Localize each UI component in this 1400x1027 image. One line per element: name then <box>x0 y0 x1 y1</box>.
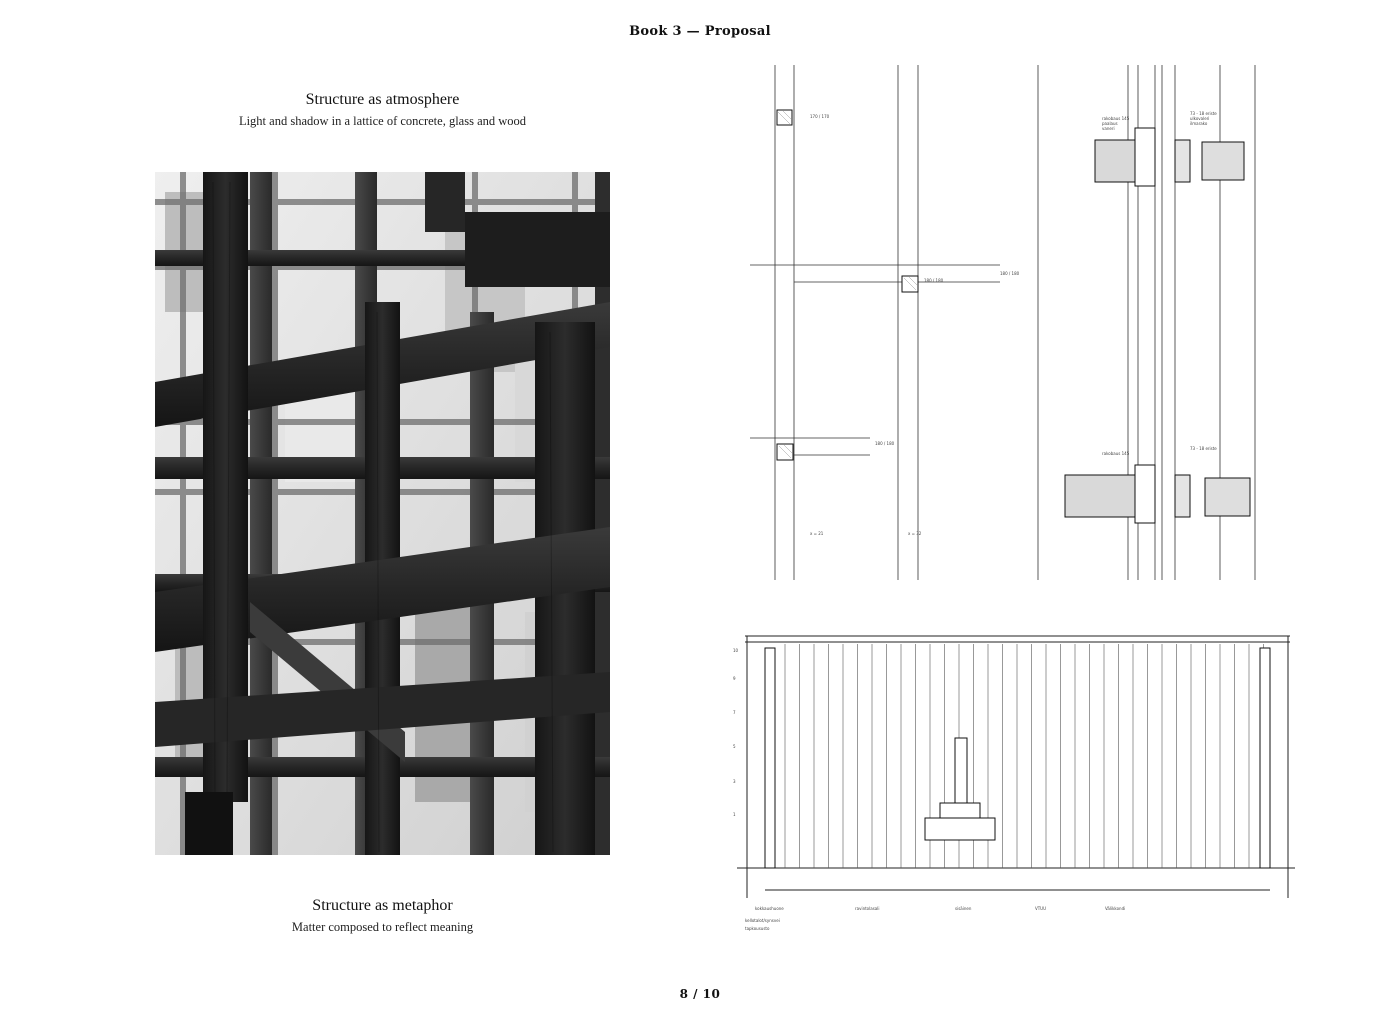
svg-text:vaneri: vaneri <box>1102 126 1115 131</box>
caption-atmosphere-subtitle: Light and shadow in a lattice of concret… <box>238 114 527 128</box>
svg-text:ulkovaleri: ulkovaleri <box>1190 116 1209 121</box>
svg-text:10: 10 <box>733 648 739 653</box>
svg-text:kellotalot/synsvei: kellotalot/synsvei <box>745 918 780 923</box>
svg-text:180 / 180: 180 / 180 <box>1000 271 1020 276</box>
page-indicator: 8 / 10 <box>679 987 721 1001</box>
svg-text:paalaus: paalaus <box>1102 121 1118 126</box>
svg-text:tapkoususto: tapkoususto <box>745 926 770 931</box>
svg-text:7: 7 <box>733 710 736 715</box>
svg-text:rakobaus 145: rakobaus 145 <box>1102 451 1130 456</box>
svg-text:1: 1 <box>733 812 736 817</box>
caption-metaphor-title: Structure as metaphor <box>312 897 453 914</box>
svg-text:VTUU: VTUU <box>1035 906 1046 911</box>
lattice-render-image <box>155 172 610 855</box>
svg-text:ravintolasali: ravintolasali <box>855 906 879 911</box>
caption-atmosphere-title: Structure as atmosphere <box>305 91 460 108</box>
svg-text:73 - 18 eriste: 73 - 18 eriste <box>1190 446 1217 451</box>
svg-text:Välikkondi: Välikkondi <box>1105 906 1125 911</box>
svg-text:170 / 170: 170 / 170 <box>810 114 830 119</box>
svg-text:9: 9 <box>733 676 736 681</box>
caption-metaphor-subtitle: Matter composed to reflect meaning <box>291 920 474 934</box>
svg-text:ilmarako: ilmarako <box>1190 121 1208 126</box>
svg-text:sisäinen: sisäinen <box>955 906 972 911</box>
svg-text:x = 32: x = 32 <box>908 531 922 536</box>
svg-text:73 - 18 eriste: 73 - 18 eriste <box>1190 111 1217 116</box>
svg-text:rakobaus 145: rakobaus 145 <box>1102 116 1130 121</box>
svg-text:5: 5 <box>733 744 736 749</box>
caption-atmosphere: Structure as atmosphere Light and shadow… <box>155 91 610 129</box>
caption-metaphor: Structure as metaphor Matter composed to… <box>155 897 610 935</box>
svg-text:kokkaushuone: kokkaushuone <box>755 906 784 911</box>
building-section-drawing: 10 9 7 5 3 1 kokkaushuone ravintolasali … <box>733 635 1295 931</box>
construction-detail-drawing: 170 / 170 180 / 180 180 / 180 180 / 180 … <box>750 65 1256 580</box>
svg-text:180 / 180: 180 / 180 <box>875 441 895 446</box>
svg-text:3: 3 <box>733 779 736 784</box>
svg-text:x = 21: x = 21 <box>810 531 824 536</box>
svg-text:180 / 180: 180 / 180 <box>924 278 944 283</box>
book-header: Book 3 — Proposal <box>629 24 771 39</box>
